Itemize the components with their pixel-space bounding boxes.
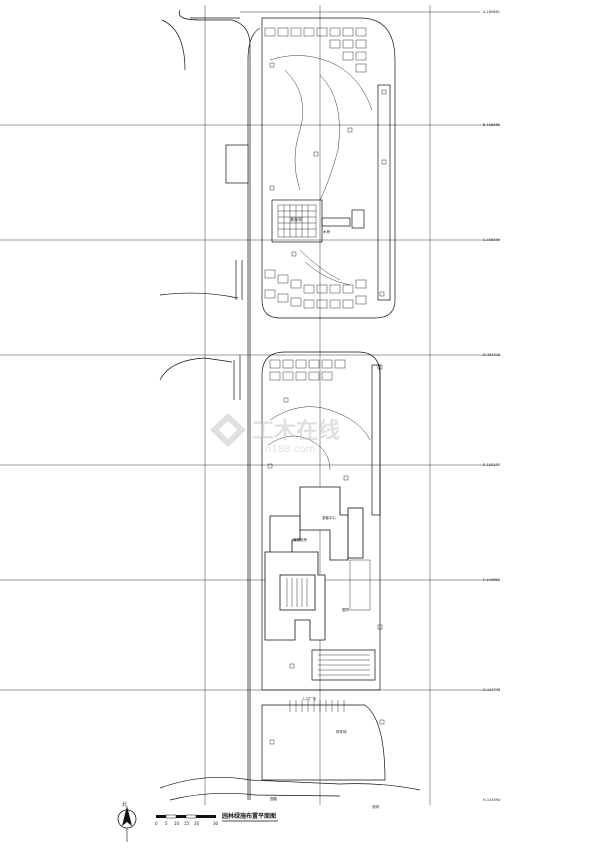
scale-tick: 10 [174, 821, 180, 826]
scale-tick: 15 [184, 821, 190, 826]
bridge-label: 木桥 [323, 229, 331, 234]
grid-tag: B-158680 [483, 123, 500, 127]
grid-tag: G-147775 [483, 688, 500, 692]
building-wing-label: 管理用房 [293, 537, 307, 542]
grid-tag: A-160861 [483, 10, 500, 14]
watermark: 工木在线 co188.com [210, 413, 340, 455]
left-road [159, 9, 261, 800]
scale-tick: 0 [155, 821, 158, 826]
park-block-north: 景观亭 木桥 [261, 17, 396, 319]
watermark-logo-icon [210, 413, 246, 447]
building-main-label: 游客中心 [322, 515, 336, 520]
park-block-entry: 入口广场 停车场 园路 说明 [159, 696, 421, 809]
entry-label: 入口广场 [302, 696, 316, 701]
grid-tag: C-156499 [483, 238, 500, 242]
grid-tag: E-152137 [483, 463, 500, 467]
grid-tag: H-145594 [483, 798, 501, 802]
scale-bar: 0 5 10 15 20 30 [155, 814, 219, 826]
road-end-label: 停车场 [336, 729, 347, 734]
park-block-south: 游客中心 管理用房 庭院 [261, 351, 383, 691]
grid-tags: A-160861 B-158680 C-156499 D-154318 E-15… [483, 10, 501, 802]
scale-tick: 30 [213, 821, 219, 826]
grid-tag: D-154318 [483, 353, 500, 357]
grid-tag: F-149956 [483, 578, 500, 582]
drawing-title: 园林绿施布置平面图 [222, 812, 276, 820]
bottom-note-label: 说明 [372, 804, 380, 809]
watermark-url: co188.com [260, 444, 315, 455]
courtyard-label: 庭院 [342, 607, 350, 612]
plaza-label: 景观亭 [290, 216, 302, 222]
scale-tick: 20 [194, 821, 200, 826]
lower-note-label: 园路 [270, 796, 278, 801]
watermark-text: 工木在线 [252, 418, 340, 444]
north-label: 北 [122, 801, 127, 808]
north-arrow-icon [117, 806, 137, 842]
scale-tick: 5 [165, 821, 168, 826]
